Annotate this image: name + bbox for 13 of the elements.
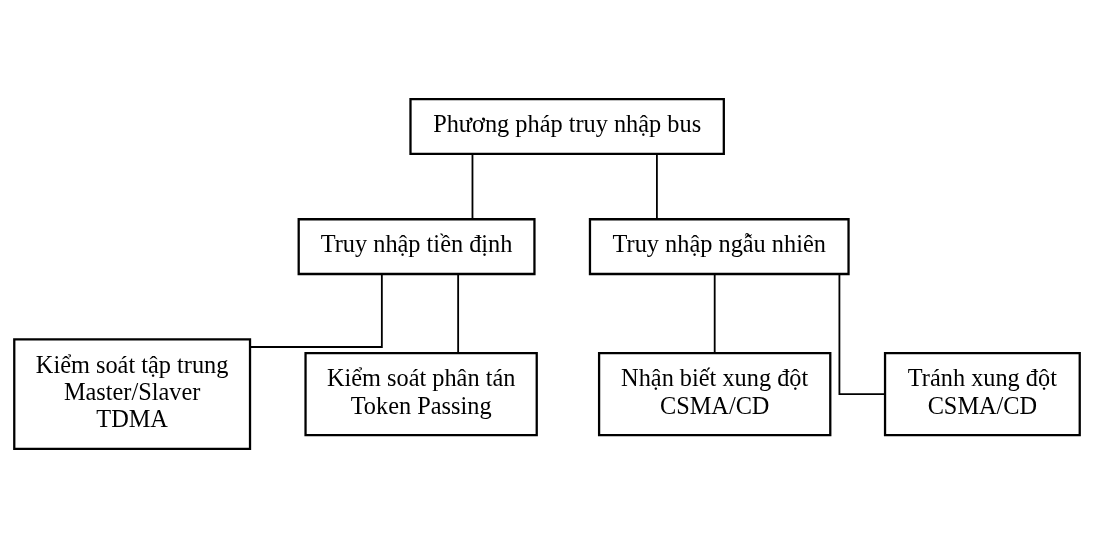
connector: [713, 273, 716, 354]
node-box: Phương pháp truy nhập bus: [409, 97, 725, 155]
node-box: Truy nhập ngẫu nhiên: [588, 218, 850, 276]
connector: [249, 273, 383, 348]
node-box: Kiểm soát tập trung Master/Slaver TDMA: [13, 338, 252, 451]
node-box: Truy nhập tiền định: [297, 218, 536, 276]
node-box: Kiểm soát phân tán Token Passing: [304, 351, 538, 437]
connector: [655, 153, 658, 220]
node-box: Nhận biết xung đột CSMA/CD: [597, 351, 832, 437]
connector: [457, 273, 460, 354]
connector: [471, 153, 474, 220]
connector: [838, 273, 886, 396]
node-box: Tránh xung đột CSMA/CD: [883, 351, 1081, 437]
